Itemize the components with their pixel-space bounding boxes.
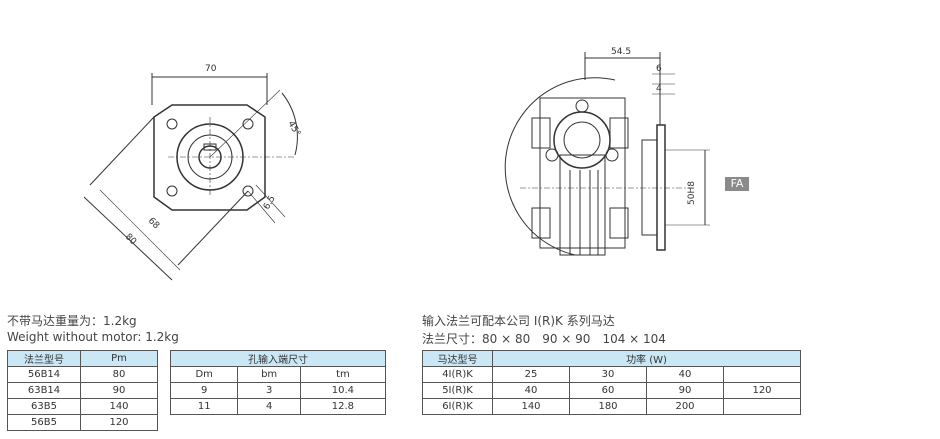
table-row: 6I(R)K 140 180 200 <box>422 398 801 415</box>
flange-note: 输入法兰可配本公司 I(R)K 系列马达 <box>422 314 615 328</box>
table-cell: 4I(R)K <box>422 366 493 383</box>
table-cell: 63B5 <box>7 398 81 415</box>
table-cell: 10.4 <box>299 382 387 399</box>
dim-68: 68 <box>146 216 161 231</box>
flange-size-note: 法兰尺寸：80 × 80 90 × 90 104 × 104 <box>422 332 666 346</box>
table-row: 63B14 90 <box>7 382 158 399</box>
dim-70: 70 <box>205 64 217 74</box>
dim-45-deg: 45° <box>285 120 302 139</box>
table-cell: 9 <box>169 382 239 399</box>
table-header: Pm <box>80 350 158 367</box>
table-row: 5I(R)K 40 60 90 120 <box>422 382 801 399</box>
dim-54-5: 54.5 <box>611 47 631 57</box>
weight-caption-en: Weight without motor: 1.2kg <box>7 330 179 344</box>
table-cell: 120 <box>723 382 801 399</box>
dim-80: 80 <box>123 232 138 247</box>
table-row: 9 3 10.4 <box>169 382 387 399</box>
table-cell: 30 <box>569 366 647 383</box>
table-header: tm <box>299 366 387 383</box>
table-cell: 63B14 <box>7 382 81 399</box>
table-header: 马达型号 <box>422 350 493 367</box>
weight-caption-cn: 不带马达重量为：1.2kg <box>7 314 137 328</box>
table-cell: 56B5 <box>7 414 81 431</box>
table-row: 4I(R)K 25 30 40 <box>422 366 801 383</box>
table-row: 56B14 80 <box>7 366 158 383</box>
table-cell: 40 <box>492 382 570 399</box>
table-cell: 6I(R)K <box>422 398 493 415</box>
motor-power-table: 马达型号 功率 (W) 4I(R)K 25 30 40 5I(R)K 40 60… <box>422 350 801 415</box>
table-row: 11 4 12.8 <box>169 398 387 415</box>
table-cell: 140 <box>80 398 158 415</box>
table-cell: 11 <box>169 398 239 415</box>
table-cell <box>723 398 801 415</box>
table-title: 孔输入端尺寸 <box>170 350 386 367</box>
dim-6: 6 <box>656 64 662 74</box>
table-cell: 90 <box>80 382 158 399</box>
table-header: 法兰型号 <box>7 350 81 367</box>
table-cell: 12.8 <box>299 398 387 415</box>
table-cell: 140 <box>492 398 570 415</box>
table-cell: 3 <box>237 382 301 399</box>
table-cell: 120 <box>80 414 158 431</box>
table-cell <box>723 366 801 383</box>
table-row: 63B5 140 <box>7 398 158 415</box>
table-cell: 60 <box>569 382 647 399</box>
table-cell: 56B14 <box>7 366 81 383</box>
dim-50h8: 50H8 <box>687 181 697 205</box>
table-cell: 4 <box>237 398 301 415</box>
bore-input-table: 孔输入端尺寸 Dm bm tm 9 3 10.4 11 4 12.8 <box>169 350 387 415</box>
table-cell: 5I(R)K <box>422 382 493 399</box>
table-row: 56B5 120 <box>7 414 158 431</box>
table-cell: 25 <box>492 366 570 383</box>
table-cell: 90 <box>646 382 724 399</box>
table-cell: 200 <box>646 398 724 415</box>
table-cell: 40 <box>646 366 724 383</box>
gearbox-side-view-drawing: 54.5 6 4 50H8 <box>504 47 710 256</box>
table-header: bm <box>237 366 301 383</box>
table-cell: 180 <box>569 398 647 415</box>
dim-4: 4 <box>656 84 662 94</box>
flange-model-table: 法兰型号 Pm 56B14 80 63B14 90 63B5 140 56B5 … <box>7 350 158 431</box>
fa-badge: FA <box>725 177 749 191</box>
flange-front-view-drawing: 70 45° 68 80 6.5 <box>83 64 302 281</box>
table-cell: 80 <box>80 366 158 383</box>
table-header: Dm <box>169 366 239 383</box>
table-header: 功率 (W) <box>492 350 801 367</box>
